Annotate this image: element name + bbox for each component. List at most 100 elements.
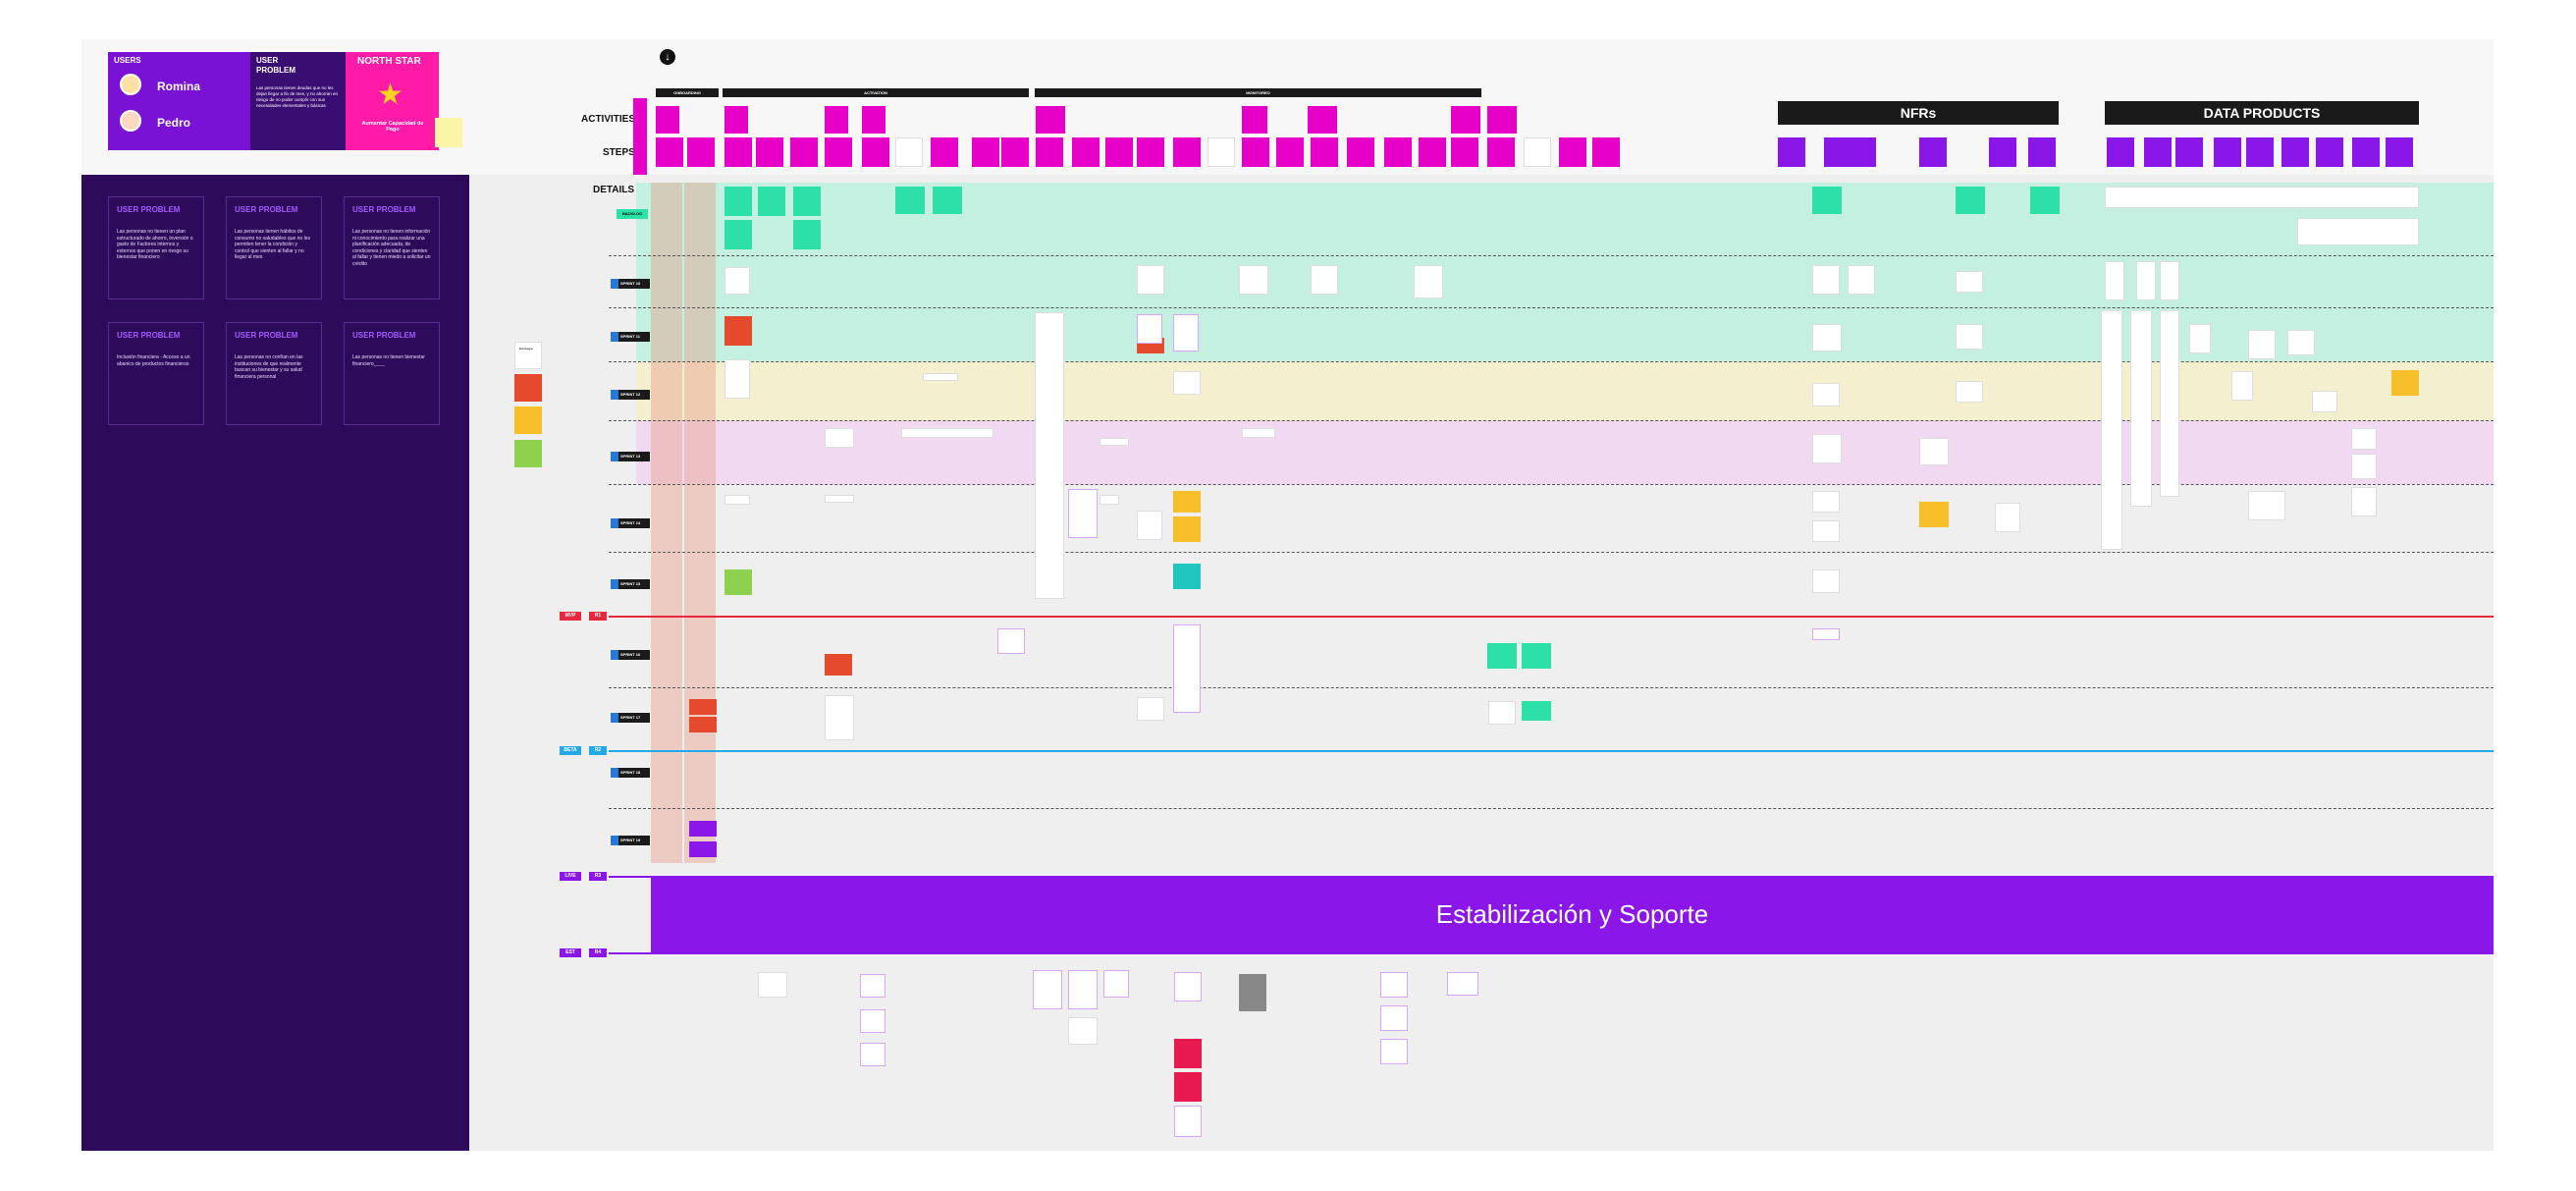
story-card[interactable] bbox=[1033, 970, 1062, 1009]
data-product-wide-card[interactable] bbox=[2297, 218, 2419, 245]
step-card[interactable] bbox=[2281, 137, 2309, 167]
activity-card[interactable] bbox=[1308, 106, 1337, 134]
step-card[interactable] bbox=[1419, 137, 1446, 167]
step-card[interactable] bbox=[2175, 137, 2203, 167]
story-card[interactable] bbox=[2160, 261, 2179, 300]
story-card[interactable] bbox=[1812, 520, 1840, 542]
story-card[interactable] bbox=[2391, 370, 2419, 396]
milestone-tag-est[interactable]: EST bbox=[560, 948, 581, 957]
user-problem-card[interactable]: USER PROBLEM Las personas no tienen info… bbox=[344, 196, 440, 299]
step-card[interactable] bbox=[2316, 137, 2343, 167]
story-card[interactable] bbox=[997, 628, 1025, 654]
story-card[interactable] bbox=[1956, 271, 1983, 293]
story-card[interactable] bbox=[1173, 624, 1201, 713]
story-card[interactable] bbox=[1242, 428, 1275, 438]
story-card[interactable] bbox=[689, 717, 717, 732]
step-card[interactable] bbox=[1072, 137, 1100, 167]
story-card[interactable] bbox=[2351, 487, 2377, 516]
story-card[interactable] bbox=[1100, 495, 1119, 505]
step-card[interactable] bbox=[1137, 137, 1164, 167]
sprint-tag[interactable]: SPRINT 13 bbox=[611, 452, 650, 461]
sprint-tag[interactable]: SPRINT 14 bbox=[611, 518, 650, 528]
story-card[interactable] bbox=[1311, 265, 1338, 295]
milestone-release-tag[interactable]: R4 bbox=[589, 948, 607, 957]
story-card[interactable] bbox=[2136, 261, 2156, 300]
sprint-tag[interactable]: SPRINT 18 bbox=[611, 768, 650, 778]
step-card[interactable] bbox=[825, 137, 852, 167]
step-card[interactable] bbox=[1989, 137, 2016, 167]
story-card[interactable] bbox=[825, 695, 854, 740]
story-card[interactable] bbox=[1522, 643, 1551, 669]
story-card[interactable] bbox=[1522, 701, 1551, 721]
story-card[interactable] bbox=[1812, 434, 1842, 463]
story-card[interactable] bbox=[1239, 265, 1268, 295]
story-card[interactable] bbox=[2105, 261, 2124, 300]
story-card[interactable] bbox=[1488, 701, 1516, 725]
story-card[interactable] bbox=[1380, 1039, 1408, 1064]
activity-card[interactable] bbox=[1242, 106, 1267, 134]
story-card[interactable] bbox=[1447, 972, 1478, 996]
milestone-release-tag[interactable]: R2 bbox=[589, 746, 607, 755]
step-card[interactable] bbox=[687, 137, 715, 167]
story-card[interactable] bbox=[825, 495, 854, 503]
story-card[interactable] bbox=[1174, 1039, 1202, 1068]
user-problem-card[interactable]: USER PROBLEM Las personas no tienen un p… bbox=[108, 196, 204, 299]
story-card[interactable] bbox=[1414, 265, 1443, 298]
story-card[interactable] bbox=[1812, 383, 1840, 406]
user-problem-card[interactable]: USER PROBLEM Las personas tienen hábitos… bbox=[226, 196, 322, 299]
story-card[interactable] bbox=[724, 316, 752, 346]
milestone-tag-beta[interactable]: BETA bbox=[560, 746, 581, 755]
story-card[interactable] bbox=[923, 373, 958, 381]
sprint-tag[interactable]: SPRINT 15 bbox=[611, 579, 650, 589]
story-card[interactable] bbox=[1919, 438, 1949, 465]
story-card[interactable] bbox=[2312, 391, 2337, 412]
story-card[interactable] bbox=[1137, 314, 1162, 344]
story-card[interactable] bbox=[2248, 491, 2285, 520]
story-card[interactable] bbox=[2287, 330, 2315, 355]
step-card[interactable] bbox=[895, 137, 923, 167]
story-card[interactable] bbox=[1919, 502, 1949, 527]
step-card[interactable] bbox=[1311, 137, 1338, 167]
step-card[interactable] bbox=[2386, 137, 2413, 167]
story-card[interactable] bbox=[1848, 265, 1875, 295]
story-card[interactable] bbox=[2101, 310, 2122, 550]
step-card[interactable] bbox=[1524, 137, 1551, 167]
sprint-tag[interactable]: SPRINT 17 bbox=[611, 713, 650, 723]
sprint-tag[interactable]: SPRINT 19 bbox=[611, 836, 650, 845]
story-card[interactable] bbox=[1068, 1017, 1098, 1045]
user-problem-card[interactable]: USER PROBLEM Inclusión financiera - Acce… bbox=[108, 322, 204, 425]
story-card[interactable] bbox=[1103, 970, 1129, 998]
step-card[interactable] bbox=[2214, 137, 2241, 167]
story-card[interactable] bbox=[1173, 564, 1201, 589]
step-card[interactable] bbox=[2107, 137, 2134, 167]
story-card[interactable] bbox=[1380, 972, 1408, 998]
sticky-note[interactable] bbox=[435, 118, 462, 147]
story-card[interactable] bbox=[825, 654, 852, 676]
sprint-tag[interactable]: SPRINT 10 bbox=[611, 279, 650, 289]
story-card[interactable] bbox=[793, 220, 821, 249]
story-card[interactable] bbox=[724, 359, 750, 399]
story-card[interactable] bbox=[1137, 511, 1162, 540]
story-card[interactable] bbox=[724, 220, 752, 249]
step-card[interactable] bbox=[1384, 137, 1412, 167]
story-card[interactable] bbox=[1137, 697, 1164, 721]
sprint-tag[interactable]: SPRINT 12 bbox=[611, 390, 650, 400]
story-card[interactable] bbox=[860, 1043, 886, 1066]
step-card[interactable] bbox=[756, 137, 783, 167]
story-card[interactable] bbox=[2351, 454, 2377, 479]
story-card[interactable] bbox=[1068, 970, 1098, 1009]
sprint-tag[interactable]: SPRINT 11 bbox=[611, 332, 650, 342]
story-card[interactable] bbox=[689, 841, 717, 857]
activity-card[interactable] bbox=[724, 106, 748, 134]
story-card[interactable] bbox=[1035, 312, 1064, 599]
activity-card[interactable] bbox=[1036, 106, 1065, 134]
step-card[interactable] bbox=[1208, 137, 1235, 167]
story-card[interactable] bbox=[901, 428, 993, 438]
step-card[interactable] bbox=[862, 137, 889, 167]
story-card[interactable] bbox=[895, 187, 925, 214]
sprint-tag[interactable]: SPRINT 16 bbox=[611, 650, 650, 660]
step-card[interactable] bbox=[1824, 137, 1852, 167]
story-card[interactable] bbox=[2160, 310, 2179, 497]
milestone-tag-live[interactable]: LIVE bbox=[560, 872, 581, 881]
story-card[interactable] bbox=[1173, 491, 1201, 513]
